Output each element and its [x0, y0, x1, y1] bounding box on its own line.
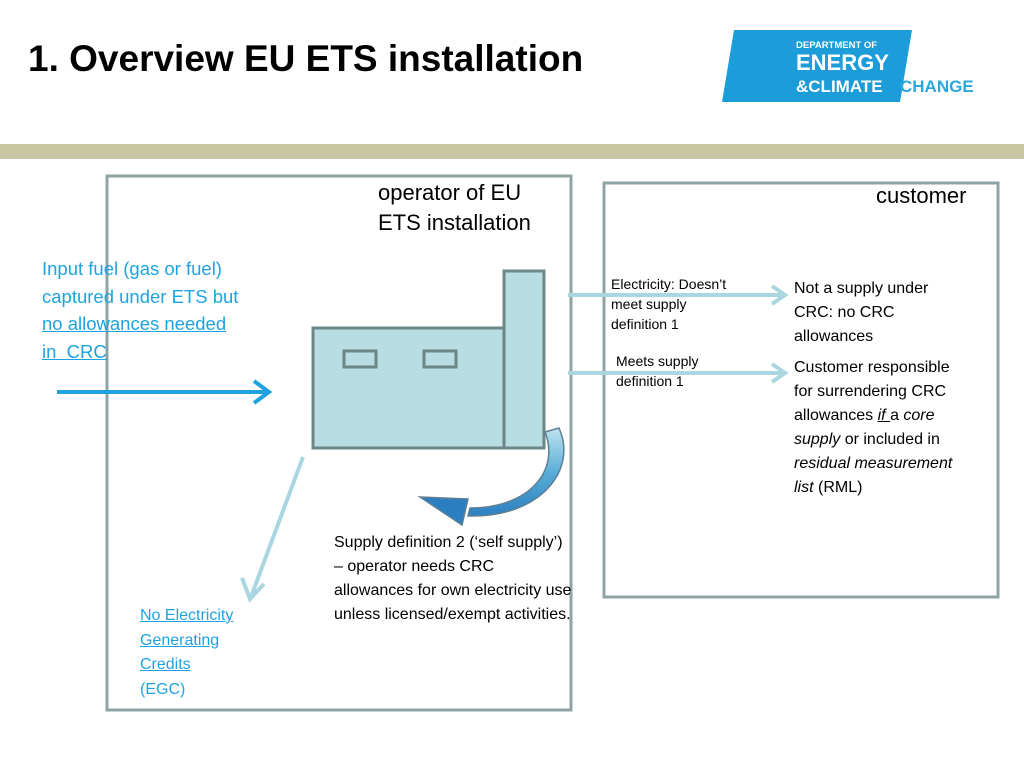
rml-text: (RML) — [813, 479, 863, 496]
self-supply-curved-arrow — [417, 427, 565, 527]
supply-def1-fail-label: Electricity: Doesn’t meet supply definit… — [611, 274, 726, 334]
logo-parallelogram — [722, 30, 912, 102]
operator-label: operator of EU ETS installation — [378, 178, 531, 238]
customer-responsible-line5: residual measurement — [794, 455, 953, 472]
input-fuel-line2: captured under ETS but — [42, 285, 239, 307]
not-supply-line3: allowances — [794, 328, 874, 345]
customer-responsible-line6: list (RML) — [794, 476, 952, 500]
a-text: a — [890, 407, 904, 424]
operator-label-line2: ETS installation — [378, 210, 531, 235]
customer-responsible-text: Customer responsible for surrendering CR… — [794, 356, 952, 500]
logo-text-department: DEPARTMENT OF — [796, 40, 877, 51]
egc-link-line1[interactable]: No Electricity — [140, 607, 234, 624]
factory-window-left — [342, 349, 378, 369]
logo-text-change: CHANGE — [900, 77, 974, 96]
supply-def1-fail-line1: Electricity: Doesn’t — [611, 276, 727, 292]
customer-label: customer — [876, 183, 967, 208]
input-fuel-line1: Input fuel (gas or fuel) — [42, 258, 222, 279]
factory-icon — [311, 269, 546, 450]
egc-link-line2[interactable]: Generating — [140, 631, 220, 649]
arrow-to-egc — [240, 456, 305, 603]
supply-text: supply — [794, 431, 841, 448]
egc-text: No Electricity Generating Credits (EGC) — [140, 604, 233, 702]
supply-def1-fail-line2: meet supply — [611, 296, 687, 312]
self-supply-line3: allowances for own electricity use — [334, 582, 572, 599]
customer-responsible-line1: Customer responsible — [794, 359, 950, 376]
allowances-text: allowances — [794, 407, 878, 424]
decc-logo: DEPARTMENT OF ENERGY &CLIMATE CHANGE — [722, 30, 992, 109]
customer-responsible-line2: for surrendering CRC — [794, 383, 947, 400]
arrow-meets-supply — [568, 362, 789, 384]
egc-line4: (EGC) — [140, 680, 186, 698]
supply-def1-meet-label: Meets supply definition 1 — [616, 351, 698, 391]
operator-label-line1: operator of EU — [378, 180, 522, 205]
input-fuel-link-line4[interactable]: in CRC — [42, 340, 107, 362]
input-fuel-link-line3[interactable]: no allowances needed — [42, 313, 227, 334]
not-supply-text: Not a supply under CRC: no CRC allowance… — [794, 277, 928, 349]
self-supply-text: Supply definition 2 (‘self supply’) – op… — [334, 531, 571, 627]
input-fuel-text: Input fuel (gas or fuel) captured under … — [42, 255, 238, 365]
if-text: if — [877, 407, 891, 424]
decc-logo-graphic: DEPARTMENT OF ENERGY &CLIMATE CHANGE — [722, 30, 974, 102]
supply-def1-fail-line3: definition 1 — [611, 316, 679, 332]
logo-text-energy: ENERGY — [796, 50, 889, 75]
customer-responsible-line3: allowances if a core — [794, 404, 952, 428]
supply-def1-meet-line2: definition 1 — [616, 373, 684, 389]
factory-building — [311, 326, 507, 450]
logo-text-climate: &CLIMATE — [796, 77, 883, 96]
factory-chimney — [502, 269, 546, 450]
arrow-not-supply — [568, 284, 789, 306]
customer-responsible-line4: supply or included in — [794, 428, 952, 452]
customer-box — [602, 181, 1000, 599]
core-text: core — [903, 407, 935, 424]
factory-window-right — [422, 349, 458, 369]
operator-box — [105, 174, 573, 712]
self-supply-line2: – operator needs CRC — [334, 558, 495, 575]
title-band — [0, 144, 1024, 159]
not-supply-line2: CRC: no CRC — [794, 304, 895, 321]
egc-link-line3[interactable]: Credits — [140, 656, 191, 673]
self-supply-line4: unless licensed/exempt activities. — [334, 606, 571, 623]
input-fuel-arrow — [57, 379, 273, 405]
list-text: list — [794, 479, 814, 496]
or-included-text: or included in — [840, 431, 940, 448]
self-supply-line1: Supply definition 2 (‘self supply’) — [334, 534, 563, 551]
page-title: 1. Overview EU ETS installation — [28, 38, 584, 79]
not-supply-line1: Not a supply under — [794, 280, 929, 297]
supply-def1-meet-line1: Meets supply — [616, 353, 699, 369]
